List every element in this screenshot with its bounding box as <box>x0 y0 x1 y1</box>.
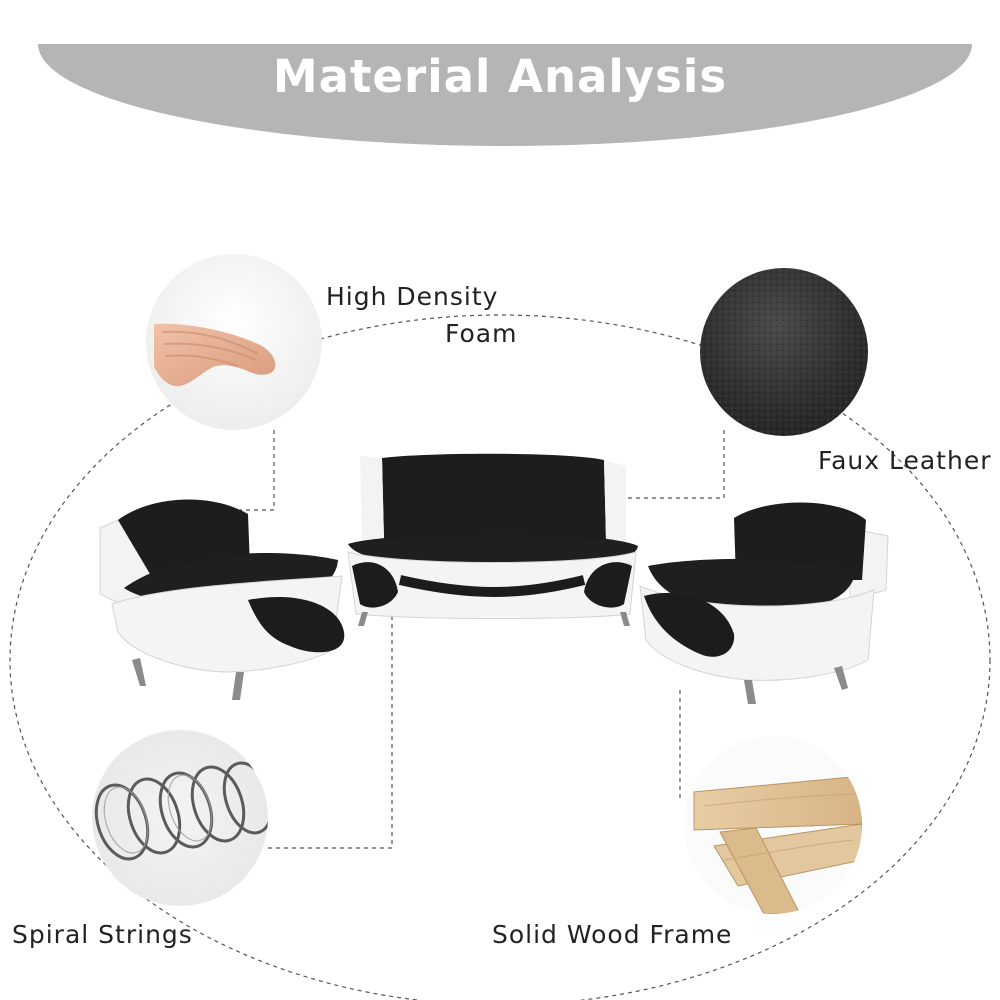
right-armchair <box>639 502 889 704</box>
hand-icon <box>154 323 276 387</box>
leather-texture-icon <box>700 268 868 436</box>
spiral-strings-label: Spiral Strings <box>12 920 193 949</box>
wood-planks-icon <box>693 775 862 914</box>
left-armchair <box>99 499 345 700</box>
faux-leather-image <box>700 268 868 436</box>
center-sofa <box>347 453 638 626</box>
high-density-foam-label-line-2: Foam <box>445 319 518 348</box>
high-density-foam-label-line-1: High Density <box>326 282 499 311</box>
spiral-spring-icon <box>94 761 268 861</box>
spiral-strings-image <box>92 730 268 906</box>
page-title: Material Analysis <box>272 50 728 103</box>
dashed-oval <box>9 314 991 1000</box>
solid-wood-frame-image <box>684 736 862 914</box>
solid-wood-frame-label: Solid Wood Frame <box>492 920 733 949</box>
high-density-foam-image <box>146 254 322 430</box>
faux-leather-label: Faux Leather <box>818 446 992 475</box>
spiral-callout-line <box>268 602 393 849</box>
foam-callout-line <box>240 430 275 511</box>
